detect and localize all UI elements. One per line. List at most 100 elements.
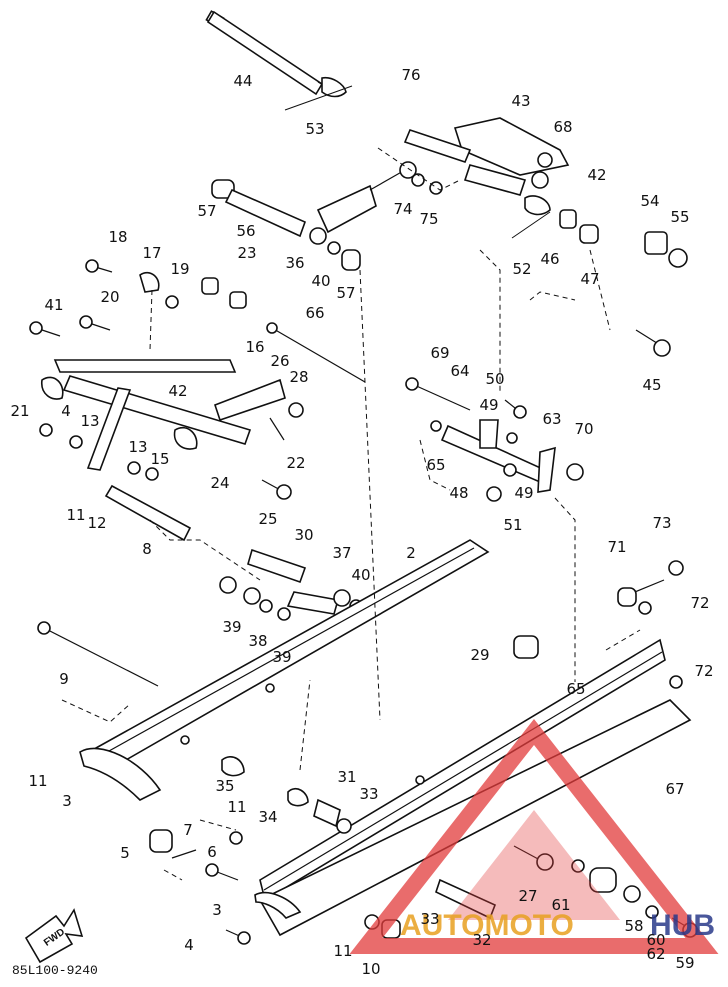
callout-44: 44 bbox=[233, 72, 252, 90]
callout-24: 24 bbox=[210, 474, 229, 492]
middle-parts bbox=[37, 548, 684, 689]
callout-50: 50 bbox=[485, 370, 504, 388]
callout-69: 69 bbox=[430, 344, 449, 362]
callout-60: 60 bbox=[646, 931, 665, 949]
callout-53: 53 bbox=[305, 120, 324, 138]
callout-25: 25 bbox=[258, 510, 277, 528]
callout-28: 28 bbox=[289, 368, 308, 386]
callout-41: 41 bbox=[44, 296, 63, 314]
callout-2: 2 bbox=[406, 544, 416, 562]
callout-57b: 57 bbox=[336, 284, 355, 302]
callout-33: 33 bbox=[359, 785, 378, 803]
callout-31: 31 bbox=[337, 768, 356, 786]
callout-30: 30 bbox=[294, 526, 313, 544]
callout-62: 62 bbox=[646, 945, 665, 963]
callout-76: 76 bbox=[401, 66, 420, 84]
callout-48: 48 bbox=[449, 484, 468, 502]
watermark-logo: AUTOMOTO HUB bbox=[349, 719, 719, 954]
callout-66: 66 bbox=[305, 304, 324, 322]
callout-4b: 4 bbox=[184, 936, 194, 954]
watermark-text-a: AUTOMOTO bbox=[400, 909, 574, 942]
diagram-code: 85L100-9240 bbox=[12, 963, 98, 978]
callout-7: 7 bbox=[183, 821, 193, 839]
callout-49: 49 bbox=[479, 396, 498, 414]
callout-26: 26 bbox=[270, 352, 289, 370]
callout-54: 54 bbox=[640, 192, 659, 210]
callout-75: 75 bbox=[419, 210, 438, 228]
callout-21: 21 bbox=[10, 402, 29, 420]
callout-3b: 3 bbox=[212, 901, 222, 919]
rear-linkage bbox=[405, 377, 584, 502]
watermark-text-b: HUB bbox=[650, 909, 715, 942]
callout-9: 9 bbox=[59, 670, 69, 688]
callout-16: 16 bbox=[245, 338, 264, 356]
shaft-44 bbox=[205, 10, 353, 111]
callout-23: 23 bbox=[237, 244, 256, 262]
callout-29: 29 bbox=[470, 646, 489, 664]
callout-59: 59 bbox=[675, 954, 694, 972]
callout-5: 5 bbox=[120, 844, 130, 862]
callout-37: 37 bbox=[332, 544, 351, 562]
callout-52: 52 bbox=[512, 260, 531, 278]
callout-13: 13 bbox=[80, 412, 99, 430]
callout-10: 10 bbox=[361, 960, 380, 978]
callout-46: 46 bbox=[540, 250, 559, 268]
callout-11d: 11 bbox=[333, 942, 352, 960]
pivot-arm-43 bbox=[403, 117, 599, 244]
callout-65: 65 bbox=[426, 456, 445, 474]
callout-47: 47 bbox=[580, 270, 599, 288]
callout-68: 68 bbox=[553, 118, 572, 136]
callout-18: 18 bbox=[108, 228, 127, 246]
callout-57: 57 bbox=[197, 202, 216, 220]
callout-19: 19 bbox=[170, 260, 189, 278]
callout-45: 45 bbox=[642, 376, 661, 394]
callout-33b: 33 bbox=[420, 910, 439, 928]
callout-58: 58 bbox=[624, 917, 643, 935]
callout-27: 27 bbox=[518, 887, 537, 905]
callout-71: 71 bbox=[607, 538, 626, 556]
callout-20: 20 bbox=[100, 288, 119, 306]
callout-55: 55 bbox=[670, 208, 689, 226]
callout-labels: 4453764368425756747536405754555246471817… bbox=[10, 66, 713, 978]
callout-42: 42 bbox=[587, 166, 606, 184]
dashed-guides bbox=[61, 147, 641, 881]
callout-36: 36 bbox=[285, 254, 304, 272]
front-linkage bbox=[29, 259, 366, 542]
callout-39b: 39 bbox=[272, 648, 291, 666]
callout-72: 72 bbox=[690, 594, 709, 612]
fwd-arrow: FWD bbox=[24, 908, 84, 964]
callout-4: 4 bbox=[61, 402, 71, 420]
callout-12: 12 bbox=[87, 514, 106, 532]
callout-6: 6 bbox=[207, 843, 217, 861]
callout-8: 8 bbox=[142, 540, 152, 558]
callout-13b: 13 bbox=[128, 438, 147, 456]
callout-65b: 65 bbox=[566, 680, 585, 698]
callout-40: 40 bbox=[311, 272, 330, 290]
shock-absorber bbox=[211, 161, 443, 271]
callout-72b: 72 bbox=[694, 662, 713, 680]
callout-74: 74 bbox=[393, 200, 412, 218]
callout-3: 3 bbox=[62, 792, 72, 810]
callout-43: 43 bbox=[511, 92, 530, 110]
callout-34: 34 bbox=[258, 808, 277, 826]
callout-70: 70 bbox=[574, 420, 593, 438]
callout-38: 38 bbox=[248, 632, 267, 650]
callout-49b: 49 bbox=[514, 484, 533, 502]
callout-51: 51 bbox=[503, 516, 522, 534]
callout-11: 11 bbox=[66, 506, 85, 524]
callout-40b: 40 bbox=[351, 566, 370, 584]
callout-63: 63 bbox=[542, 410, 561, 428]
callout-61: 61 bbox=[551, 896, 570, 914]
callout-56: 56 bbox=[236, 222, 255, 240]
callout-22: 22 bbox=[286, 454, 305, 472]
callout-39: 39 bbox=[222, 618, 241, 636]
callout-73: 73 bbox=[652, 514, 671, 532]
callout-15: 15 bbox=[150, 450, 169, 468]
callout-64: 64 bbox=[450, 362, 469, 380]
callout-11c: 11 bbox=[227, 798, 246, 816]
callout-17: 17 bbox=[142, 244, 161, 262]
callout-11b: 11 bbox=[28, 772, 47, 790]
callout-67: 67 bbox=[665, 780, 684, 798]
callout-42b: 42 bbox=[168, 382, 187, 400]
